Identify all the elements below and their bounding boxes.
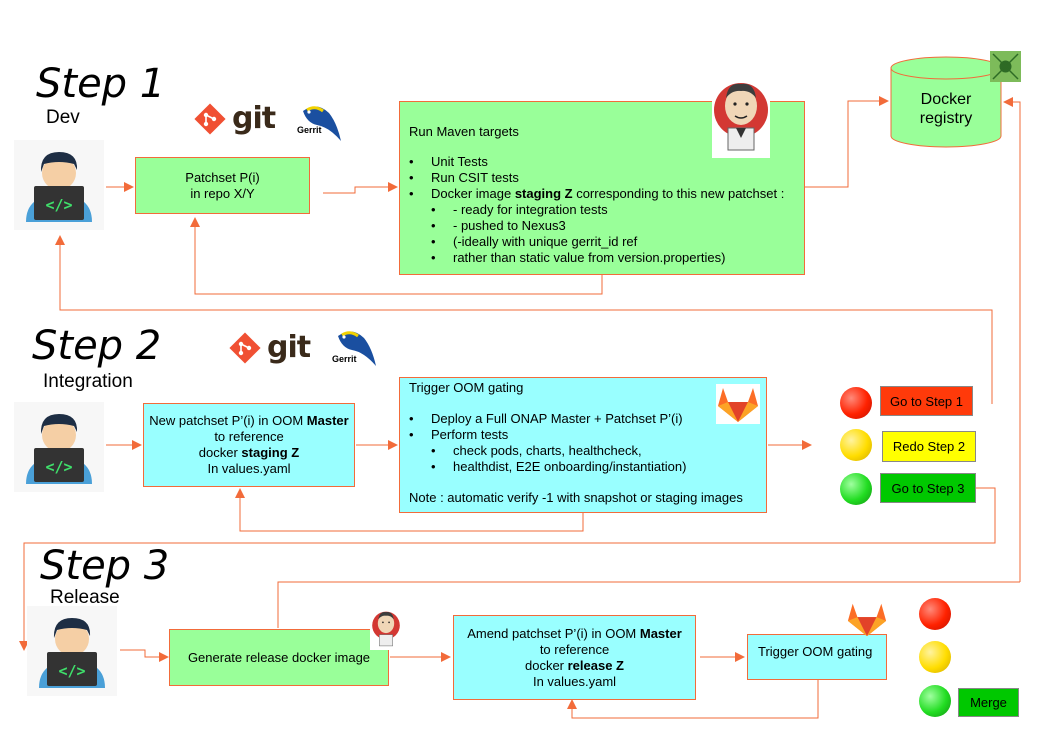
yellow-light-icon xyxy=(840,429,872,461)
gitlab-logo xyxy=(716,384,760,424)
line-text: New patchset P’(i) in OOM xyxy=(149,413,307,428)
gerrit-logo: Gerrit xyxy=(295,101,345,147)
list-item: Deploy a Full ONAP Master + Patchset P’(… xyxy=(409,411,756,427)
step3-title: Step 3 xyxy=(40,543,170,589)
nexus-icon xyxy=(990,51,1021,82)
oom-gating-box: Trigger OOM gating Deploy a Full ONAP Ma… xyxy=(399,377,767,513)
gerrit-bird-icon xyxy=(338,331,376,366)
master-bold: Master xyxy=(639,625,682,641)
step3-gating-box: Trigger OOM gating xyxy=(747,634,887,680)
gating-list: Deploy a Full ONAP Master + Patchset P’(… xyxy=(409,411,756,475)
amend-line3: docker release Z xyxy=(525,658,624,674)
step2-title: Step 2 xyxy=(32,323,162,369)
release-bold: release Z xyxy=(567,657,624,673)
docker-bold: staging Z xyxy=(514,186,573,201)
list-subitem: - ready for integration tests xyxy=(409,202,794,218)
git-icon xyxy=(229,331,261,364)
step2-patchset-box: New patchset P’(i) in OOM Master to refe… xyxy=(143,403,355,487)
gerrit-bird-icon xyxy=(303,106,341,141)
patchset-line2: to reference xyxy=(214,429,284,444)
git-logo: git xyxy=(229,330,311,365)
merge-label: Merge xyxy=(958,688,1019,717)
amend-line4: In values.yaml xyxy=(532,673,617,689)
patchset-line4: In values.yaml xyxy=(207,461,291,476)
line-text: docker xyxy=(524,657,568,673)
amend-patchset-box: Amend patchset P’(i) in OOM Master to re… xyxy=(453,615,696,700)
yellow-light-icon xyxy=(919,641,951,673)
patchset-line2: in repo X/Y xyxy=(190,185,255,201)
gating-heading: Trigger OOM gating xyxy=(409,380,524,395)
generate-release-box: Generate release docker image xyxy=(169,629,389,686)
step3-subtitle: Release xyxy=(50,587,120,608)
database-cylinder-icon xyxy=(890,56,1002,148)
git-wordmark: git xyxy=(267,330,311,365)
registry-label: Docker registry xyxy=(890,90,1002,128)
red-light-icon xyxy=(919,598,951,630)
redo-step2-label: Redo Step 2 xyxy=(882,431,976,462)
developer-icon: </> xyxy=(14,402,104,492)
jenkins-logo xyxy=(712,72,770,158)
developer-icon: </> xyxy=(14,140,104,230)
list-subitem: rather than static value from version.pr… xyxy=(409,250,794,266)
list-item: Docker image staging Z corresponding to … xyxy=(409,186,794,202)
gerrit-wordmark: Gerrit xyxy=(297,125,322,135)
svg-text:</>: </> xyxy=(58,662,85,680)
step1-title: Step 1 xyxy=(36,61,166,107)
jenkins-icon xyxy=(372,611,400,647)
svg-text:</>: </> xyxy=(45,458,72,476)
developer-icon: </> xyxy=(27,606,117,696)
step1-subtitle: Dev xyxy=(46,107,80,128)
docker-post: corresponding to this new patchset : xyxy=(572,186,785,201)
docker-registry: Docker registry xyxy=(890,56,1002,148)
list-subitem: check pods, charts, healthcheck, xyxy=(409,443,756,459)
step3-gating-label: Trigger OOM gating xyxy=(758,644,873,659)
step2-subtitle: Integration xyxy=(43,371,133,392)
maven-heading: Run Maven targets xyxy=(409,124,519,139)
patchset-line1: Patchset P(i) xyxy=(185,169,260,185)
go-to-step1-label: Go to Step 1 xyxy=(880,386,973,416)
gitlab-fox-icon xyxy=(718,388,758,422)
gitlab-fox-icon xyxy=(847,603,887,637)
green-light-icon xyxy=(919,685,951,717)
git-wordmark: git xyxy=(232,101,276,136)
gating-note: Note : automatic verify -1 with snapshot… xyxy=(409,490,743,505)
amend-line1: Amend patchset P’(i) in OOM Master xyxy=(467,626,682,642)
line-text: docker xyxy=(198,445,242,460)
list-item: Run CSIT tests xyxy=(409,170,794,186)
amend-line2: to reference xyxy=(539,641,610,657)
registry-line1: Docker xyxy=(920,91,972,108)
list-subitem: healthdist, E2E onboarding/instantiation… xyxy=(409,459,756,475)
go-to-step3-label: Go to Step 3 xyxy=(880,473,976,503)
gitlab-logo xyxy=(846,599,888,639)
list-subitem: (-ideally with unique gerrit_id ref xyxy=(409,234,794,250)
red-light-icon xyxy=(840,387,872,419)
jenkins-icon xyxy=(714,83,768,151)
docker-pre: Docker image xyxy=(431,186,515,201)
step1-patchset-box: Patchset P(i) in repo X/Y xyxy=(135,157,310,214)
patchset-line1: New patchset P’(i) in OOM Master xyxy=(149,413,348,429)
gerrit-logo: Gerrit xyxy=(330,326,380,372)
maven-list: Unit Tests Run CSIT tests Docker image s… xyxy=(409,154,794,266)
git-logo: git xyxy=(194,101,276,136)
jenkins-logo xyxy=(370,606,402,650)
registry-line2: registry xyxy=(919,110,973,127)
list-subitem: - pushed to Nexus3 xyxy=(409,218,794,234)
staging-bold: staging Z xyxy=(241,445,300,460)
generate-label: Generate release docker image xyxy=(187,649,371,665)
git-icon xyxy=(194,102,226,135)
list-item: Unit Tests xyxy=(409,154,794,170)
svg-text:</>: </> xyxy=(45,196,72,214)
gerrit-wordmark: Gerrit xyxy=(332,354,357,364)
master-bold: Master xyxy=(306,413,349,428)
list-item: Perform tests xyxy=(409,427,756,443)
patchset-line3: docker staging Z xyxy=(199,445,299,461)
line-text: Amend patchset P’(i) in OOM xyxy=(467,625,640,641)
green-light-icon xyxy=(840,473,872,505)
